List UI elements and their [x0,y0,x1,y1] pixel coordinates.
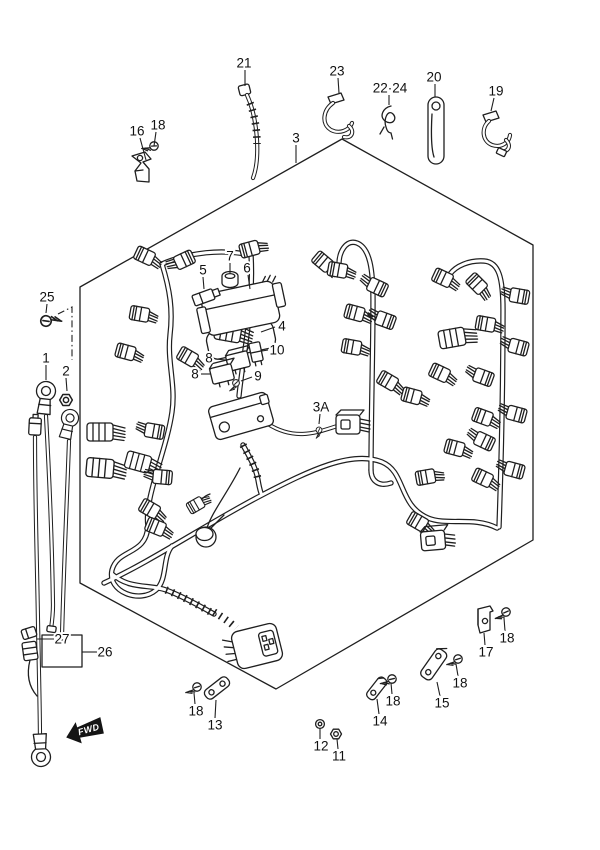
ring-terminal-bottom [29,732,52,768]
mounting-parts-bottom [185,604,513,740]
clamp-23 [322,92,355,140]
harness-connectors [84,236,531,552]
callout-leader-2 [65,377,68,392]
callout-6: 6 [243,261,251,276]
ring-terminal-1 [33,379,58,416]
fuse-5 [191,287,221,307]
callout-18: 18 [499,631,514,646]
callout-17: 17 [478,645,493,660]
ring-terminal-2 [56,407,81,441]
callout-leader-18 [193,692,196,705]
callout-10: 10 [269,343,284,358]
cable-cut-end [46,625,57,634]
screw-25-alignment-line [57,306,73,360]
fuse-box-assembly [191,270,287,360]
main-connector [221,622,284,670]
callout-15: 15 [434,696,449,711]
callout-leader-16 [139,137,147,161]
nut-2 [58,393,74,407]
bracket-16 [131,151,152,183]
ecu-box [208,391,274,441]
bracket-15 [420,647,448,681]
callout-26: 26 [97,645,112,660]
fwd-arrow: FWD [66,717,104,744]
callout-leader-3A [318,413,321,425]
callout-22·24: 22·24 [373,81,408,96]
relay-parts [207,341,324,439]
grommet-7 [221,270,239,289]
callout-leader-19 [490,97,495,112]
callout-12: 12 [313,739,328,754]
bracket-17 [477,605,494,634]
washer-12 [314,718,326,730]
callout-5: 5 [199,263,207,278]
callout-leader-15 [436,681,441,697]
callout-7: 7 [226,249,234,264]
cable-tie-21 [237,83,261,181]
spade-terminal [28,413,43,436]
callout-8: 8 [205,351,213,366]
nut-11 [329,728,343,740]
round-sensor [195,514,225,548]
callout-leader-9 [240,376,253,382]
clip-22-24 [379,105,396,140]
callout-leader-8 [214,358,227,361]
callout-23: 23 [329,64,344,79]
corrugated-tube [239,443,262,481]
harness-boundary [79,138,534,690]
screw-18 [494,604,513,625]
callout-27: 27 [54,632,69,647]
callout-leader-23 [337,77,340,94]
callout-leader-14 [376,698,380,715]
callout-21: 21 [236,56,251,71]
callout-18: 18 [385,694,400,709]
callout-18: 18 [188,704,203,719]
callout-3A: 3A [313,400,330,415]
callout-14: 14 [372,714,388,729]
screw-18 [446,651,465,672]
clamp-19 [481,110,513,158]
callout-group-box-26 [41,634,83,668]
callout-leader-18 [153,131,157,147]
bracket-13 [203,676,231,700]
callout-leader-18 [390,682,393,695]
callout-leader-6 [247,274,251,290]
callout-13: 13 [207,718,222,733]
callout-4: 4 [278,319,286,334]
callout-9: 9 [254,369,262,384]
callout-1: 1 [42,351,50,366]
callout-leader-10 [261,349,269,352]
callout-leader-5 [202,276,205,290]
battery-cables [28,306,81,768]
callout-19: 19 [488,84,503,99]
sensor-connector-27 [20,625,39,697]
callout-16: 16 [129,124,144,139]
callout-leader-18 [455,663,459,677]
callout-leader-11 [336,738,339,750]
callout-25: 25 [39,290,54,305]
corrugated-tube [212,608,239,631]
callout-leader-4 [260,326,276,333]
callout-leader-13 [214,699,217,719]
fuse-10 [248,341,264,367]
callout-3: 3 [292,131,300,146]
callout-leaders [37,70,506,750]
callout-leader-17 [483,632,486,646]
callout-leader-25 [45,303,48,314]
callout-11: 11 [332,749,346,764]
strap-20 [427,96,445,165]
fuse-box-6 [196,274,287,336]
screw-25 [38,309,63,331]
callout-20: 20 [426,70,441,85]
callout-8: 8 [191,367,199,382]
callout-18: 18 [452,676,467,691]
callout-2: 2 [62,364,70,379]
callout-leader-18 [503,617,506,632]
callout-18: 18 [150,118,165,133]
mounting-parts-top [131,83,513,183]
